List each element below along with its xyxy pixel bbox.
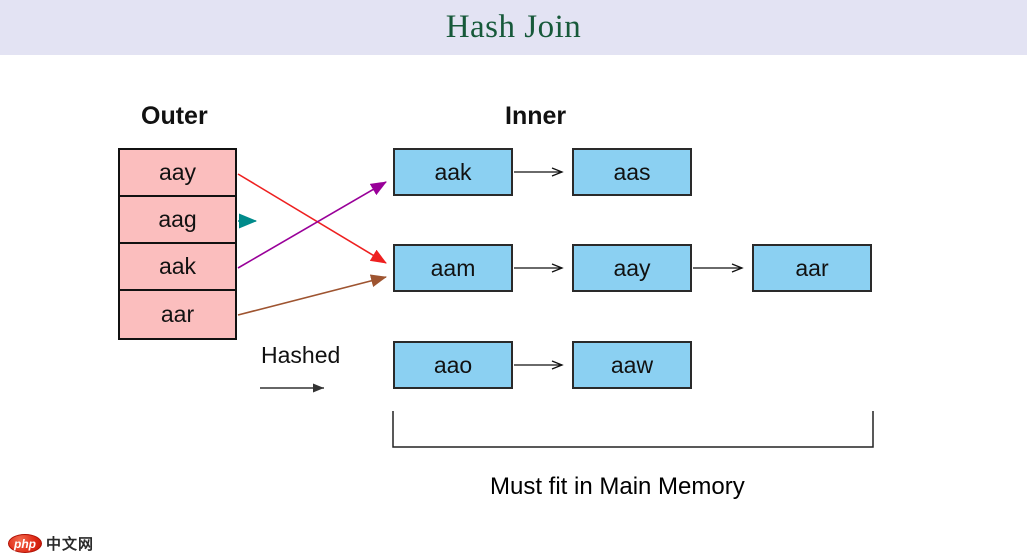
inner-bucket-aay: aay [572, 244, 692, 292]
main-memory-bracket [392, 411, 874, 448]
outer-table-label: Outer [141, 102, 208, 130]
main-memory-caption: Must fit in Main Memory [490, 473, 745, 500]
site-name-text: 中文网 [46, 536, 95, 553]
hash-arrow-aak-to-aak [237, 181, 387, 269]
hash-arrow-aay-to-aam [237, 173, 387, 264]
page-title: Hash Join [445, 9, 582, 45]
inner-bucket-aao: aao [393, 341, 513, 389]
outer-row-aak: aak [120, 244, 235, 291]
inner-bucket-aak: aak [393, 148, 513, 196]
inner-table-label: Inner [505, 102, 567, 130]
site-watermark: php 中文网 [8, 533, 94, 554]
inner-bucket-aaw: aaw [572, 341, 692, 389]
inner-bucket-aar: aar [752, 244, 872, 292]
hashed-label: Hashed [261, 342, 341, 368]
title-bar: Hash Join [0, 0, 1027, 55]
php-logo-icon: php [8, 534, 42, 553]
php-logo-text: php [14, 536, 36, 551]
outer-row-aay: aay [120, 150, 235, 197]
hash-arrow-aar-to-aam [237, 274, 387, 316]
outer-relation-table: aay aag aak aar [118, 148, 237, 340]
inner-bucket-aas: aas [572, 148, 692, 196]
outer-row-aar: aar [160, 300, 195, 327]
outer-row-aag: aag [120, 197, 235, 244]
inner-bucket-aam: aam [393, 244, 513, 292]
